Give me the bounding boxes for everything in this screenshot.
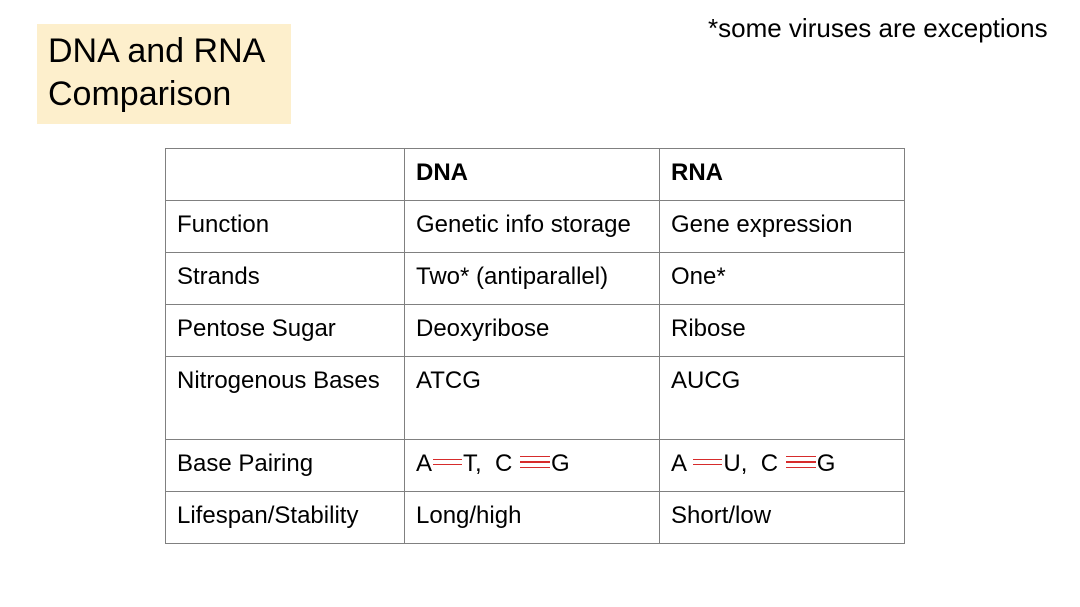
slide-title-box: DNA and RNA Comparison: [37, 24, 291, 124]
header-cell-dna: DNA: [404, 148, 660, 201]
dna-base-pairing-cell: A T, C G: [404, 439, 660, 492]
table-header-row: DNA RNA: [165, 148, 905, 201]
triple-bond-icon: [785, 453, 816, 471]
dna-strands-cell: Two* (antiparallel): [404, 252, 660, 305]
slide-title-line-2: Comparison: [48, 75, 232, 113]
table-row: Strands Two* (antiparallel) One*: [165, 252, 905, 305]
row-label-base-pairing: Base Pairing: [165, 439, 405, 492]
slide-title-line-1: DNA and RNA: [48, 32, 266, 70]
table-row: Pentose Sugar Deoxyribose Ribose: [165, 304, 905, 357]
rna-lifespan-cell: Short/low: [659, 491, 905, 544]
dna-sugar-cell: Deoxyribose: [404, 304, 660, 357]
base-c-label: C: [495, 450, 513, 477]
table-row: Nitrogenous Bases ATCG AUCG: [165, 356, 905, 440]
base-a-label: A: [671, 450, 686, 477]
header-cell-empty: [165, 148, 405, 201]
base-g-label: G: [551, 450, 570, 477]
exceptions-note: *some viruses are exceptions: [708, 13, 1048, 43]
rna-strands-cell: One*: [659, 252, 905, 305]
table-row: Base Pairing A T, C G A U, C G: [165, 439, 905, 492]
base-g-label: G: [816, 450, 836, 477]
row-label-function: Function: [165, 200, 405, 253]
rna-sugar-cell: Ribose: [659, 304, 905, 357]
rna-bases-cell: AUCG: [659, 356, 905, 440]
row-label-pentose-sugar: Pentose Sugar: [165, 304, 405, 357]
double-bond-icon: [433, 453, 463, 471]
double-bond-icon: [693, 453, 723, 471]
dna-lifespan-cell: Long/high: [404, 491, 660, 544]
table-row: Function Genetic info storage Gene expre…: [165, 200, 905, 253]
base-u-label: U,: [723, 450, 748, 477]
triple-bond-icon: [520, 453, 551, 471]
base-t-label: T,: [463, 450, 482, 477]
rna-function-cell: Gene expression: [659, 200, 905, 253]
rna-base-pairing-cell: A U, C G: [659, 439, 905, 492]
row-label-nitrogenous-bases: Nitrogenous Bases: [165, 356, 405, 440]
comparison-table: DNA RNA Function Genetic info storage Ge…: [165, 148, 905, 544]
table-row: Lifespan/Stability Long/high Short/low: [165, 491, 905, 544]
dna-bases-cell: ATCG: [404, 356, 660, 440]
base-a-label: A: [416, 450, 433, 477]
base-c-label: C: [760, 450, 779, 477]
dna-function-cell: Genetic info storage: [404, 200, 660, 253]
header-cell-rna: RNA: [659, 148, 905, 201]
row-label-strands: Strands: [165, 252, 405, 305]
row-label-lifespan-stability: Lifespan/Stability: [165, 491, 405, 544]
